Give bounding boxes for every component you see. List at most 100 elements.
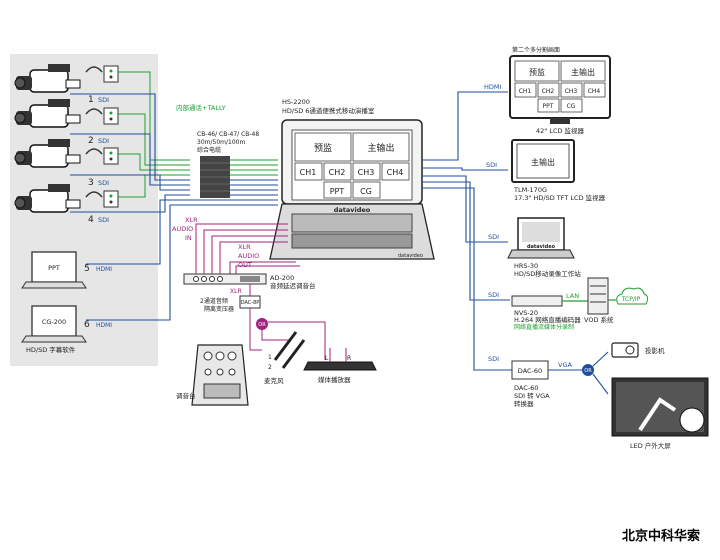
vod-label: VOD 系统 <box>584 315 614 324</box>
dac-8p-label: DAC-8P <box>241 300 260 306</box>
source-3-signal: SDI <box>98 179 109 187</box>
dac60-box-label: DAC-60 <box>518 367 542 375</box>
lcd42-ppt: PPT <box>543 103 554 110</box>
laptop-cg-screen: CG-200 <box>42 318 66 326</box>
intercom-box-3 <box>85 147 119 165</box>
or-audio-label: OR <box>258 322 266 328</box>
lcd42-ch3: CH3 <box>565 88 578 95</box>
ad200-desc: 音频延迟调音台 <box>270 281 316 290</box>
transformer-label: 2通道音频 <box>200 297 228 305</box>
lcd42-ch1: CH1 <box>519 88 532 95</box>
source-1-num: 1 <box>88 95 94 105</box>
source-1-signal: SDI <box>98 96 109 104</box>
lcd42-pgm: 主输出 <box>571 67 595 77</box>
source-4-num: 4 <box>88 215 94 225</box>
nvs-desc: H.264 网络直播编码器 <box>514 315 581 324</box>
laptop-ppt <box>21 251 87 289</box>
lcd42-ch2: CH2 <box>542 88 555 95</box>
dac60-model: DAC-60 <box>514 384 538 392</box>
intercom-lines <box>118 71 278 198</box>
cable-label-type: 综合电缆 <box>197 146 221 154</box>
mic-ch-2: 2 <box>268 364 272 371</box>
ad200-model: AD-200 <box>270 274 294 282</box>
mic-label: 麦克风 <box>264 376 284 385</box>
source-2-num: 2 <box>88 136 94 146</box>
vga-label: VGA <box>558 361 572 369</box>
laptop-cg <box>21 305 87 343</box>
lcd42-cg: CG <box>567 103 576 110</box>
hs-pgm: 主输出 <box>367 142 394 154</box>
hs-brand-small: datavideo <box>398 253 423 259</box>
hrs-model: HRS-30 <box>514 262 538 270</box>
hrs-brand: datavideo <box>527 244 556 250</box>
intercom-tally-label: 内部通话+TALLY <box>176 103 226 112</box>
or-circle-audio <box>256 318 268 330</box>
hs-ch2: CH2 <box>329 168 346 177</box>
media-player-label: 媒体播放器 <box>318 375 351 384</box>
subtitle-software-caption: HD/SD 字幕软件 <box>26 345 76 354</box>
mic-ch-1: 1 <box>268 354 272 361</box>
intercom-box-4 <box>85 190 119 208</box>
lcd42-pvw: 预监 <box>529 67 545 77</box>
out-sdi-1: SDI <box>486 161 497 169</box>
lcd42-title: 第二个多分割画面 <box>512 46 560 54</box>
xlr-audio-in-1: XLR <box>185 216 198 224</box>
source-5-signal: HDMI <box>96 266 112 273</box>
ad-200-unit <box>183 273 267 285</box>
out-sdi-3: SDI <box>488 291 499 299</box>
source-5-num: 5 <box>84 264 90 274</box>
laptop-ppt-screen: PPT <box>48 264 60 272</box>
lr-l-label: L <box>325 355 329 362</box>
or-video-label: OR <box>584 368 592 374</box>
hrs-desc: HD/SD移动录像工作站 <box>514 269 581 278</box>
out-sdi-2: SDI <box>488 233 499 241</box>
hs-ch4: CH4 <box>387 168 404 177</box>
projector-label: 投影机 <box>645 346 665 355</box>
audio-in-lines <box>195 223 300 274</box>
audio-mixer <box>191 344 249 406</box>
hs-desc: HD/SD 6通道便携式移动演播室 <box>282 106 375 115</box>
transformer-label-2: 隔离变压器 <box>204 305 234 313</box>
lan-label: LAN <box>566 292 579 300</box>
media-player <box>303 361 377 371</box>
or-circle-video <box>582 364 594 376</box>
xlr-audio-out-2: AUDIO <box>238 252 259 260</box>
sdi-video-lines <box>70 93 278 321</box>
vod-server <box>587 277 609 315</box>
hs-model: HS-2200 <box>282 98 310 106</box>
camera-2 <box>14 99 81 128</box>
cloud-icon <box>616 287 649 305</box>
lcd42-caption: 42" LCD 监视器 <box>536 126 585 135</box>
nvs-desc2: 网络直播流媒体分录制 <box>514 323 574 331</box>
nvs-model: NVS-20 <box>514 309 538 317</box>
camera-4 <box>14 184 81 213</box>
watermark: 北京中科华索 <box>622 528 700 544</box>
tlm-model: TLM-170G <box>513 186 547 194</box>
hs-multiview <box>294 132 410 199</box>
source-4-signal: SDI <box>98 216 109 224</box>
led-screen <box>611 377 709 437</box>
source-6-num: 6 <box>84 320 90 330</box>
hs-pvw: 预监 <box>314 142 332 154</box>
xlr-small-label: XLR <box>230 288 242 295</box>
cable-label-lengths: 30m/50m/100m <box>197 139 245 146</box>
camera-1 <box>14 64 81 93</box>
hrs-30-unit <box>507 217 575 259</box>
out-hdmi: HDMI <box>484 83 502 91</box>
tlm-screen: 主输出 <box>531 157 555 167</box>
hs-ch3: CH3 <box>358 168 375 177</box>
xlr-audio-in-2: AUDIO <box>172 225 193 233</box>
cable-label-models: CB-46/ CB-47/ CB-48 <box>197 131 259 138</box>
intercom-box-2 <box>85 107 119 125</box>
output-lines <box>422 91 512 371</box>
source-6-signal: HDMI <box>96 322 112 329</box>
hs-brand: datavideo <box>334 206 371 214</box>
projector <box>611 342 639 358</box>
dac60-desc: SDI 转 VGA <box>514 391 550 400</box>
source-2-signal: SDI <box>98 137 109 145</box>
xlr-audio-in-3: IN <box>185 234 192 242</box>
led-label: LED 户外大屏 <box>630 441 671 450</box>
hs-cg: CG <box>360 187 372 196</box>
